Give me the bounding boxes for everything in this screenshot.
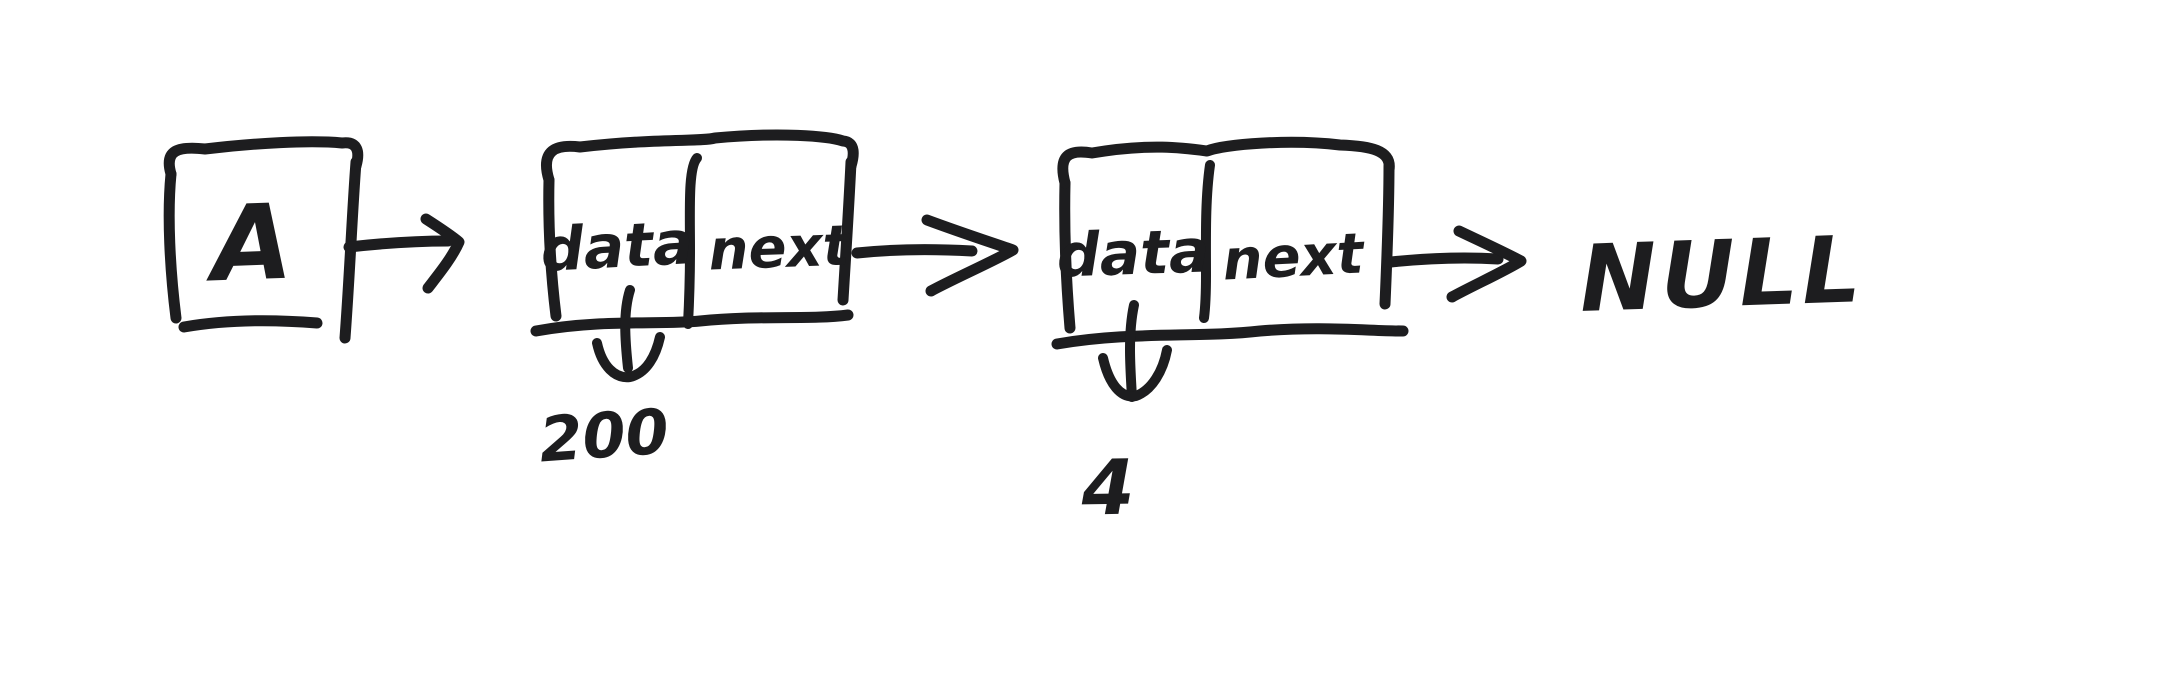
- node1-right-stroke: [837, 156, 857, 306]
- arrow-shaft: [851, 244, 978, 259]
- arrow-head: [420, 213, 465, 294]
- node2-cell-divider: [1199, 160, 1215, 323]
- arrow-head: [1446, 225, 1527, 303]
- arrow-head: [921, 214, 1019, 297]
- node1-value-arrow-icon: [592, 285, 665, 383]
- arrow-stem: [620, 285, 635, 373]
- node2-value-label: 4: [1080, 442, 1136, 533]
- node1-to-node2-arrow-icon: [851, 214, 1019, 297]
- head-box-left-stroke: [163, 168, 182, 324]
- node1-top-stroke: [541, 129, 859, 186]
- arrow-hook: [1098, 345, 1172, 402]
- node1-bottom-stroke: [530, 309, 854, 337]
- node1-box-outline: [530, 129, 859, 337]
- head-box-top-stroke: [163, 136, 364, 180]
- node1-value-label: 200: [536, 394, 672, 477]
- node2-value-arrow-icon: [1098, 300, 1172, 402]
- node1-cell-divider: [683, 153, 702, 329]
- head-to-node1-arrow-icon: [343, 213, 465, 294]
- node2-box-outline: [1051, 136, 1409, 350]
- node2-bottom-stroke: [1051, 323, 1409, 350]
- node2-top-stroke: [1057, 136, 1395, 189]
- head-box-bottom-stroke: [178, 315, 323, 333]
- node2-data-cell-label: data: [1055, 216, 1211, 292]
- node2-next-cell-label: next: [1220, 221, 1365, 294]
- arrow-shaft: [1385, 252, 1504, 268]
- node2-left-stroke: [1059, 177, 1076, 334]
- null-terminator-label: NULL: [1577, 216, 1867, 333]
- arrow-hook: [592, 332, 665, 383]
- node1-left-stroke: [543, 174, 562, 322]
- node2-right-stroke: [1379, 160, 1395, 310]
- node1-next-cell-label: next: [707, 213, 851, 284]
- head-pointer-label: A: [209, 180, 295, 306]
- arrow-shaft: [343, 235, 454, 253]
- node2-to-null-arrow-icon: [1385, 225, 1527, 303]
- node1-data-cell-label: data: [538, 208, 696, 286]
- arrow-stem: [1125, 300, 1139, 402]
